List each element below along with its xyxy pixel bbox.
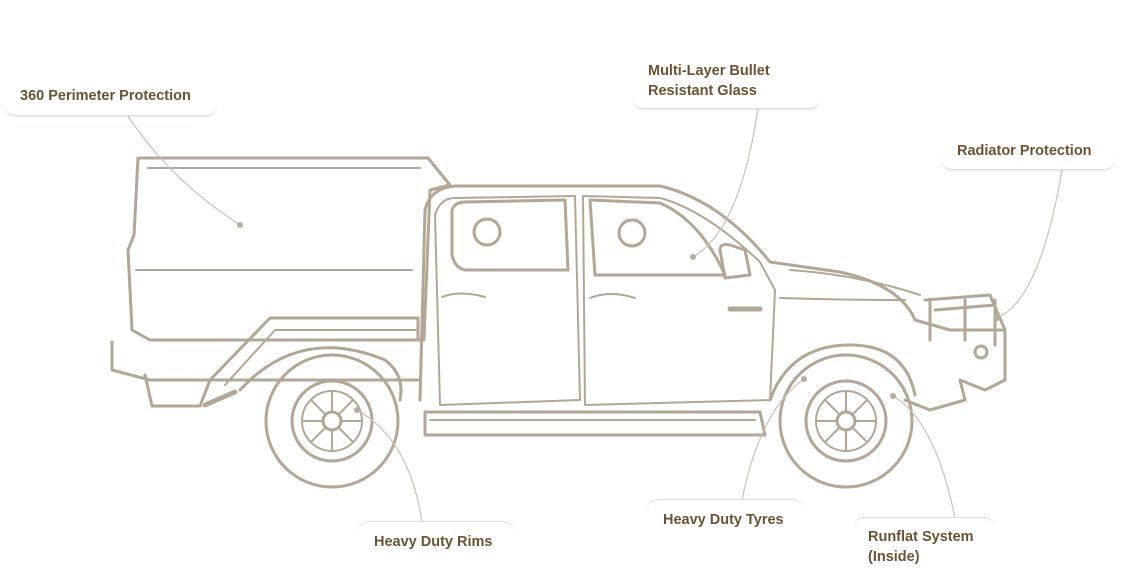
leader-radiator bbox=[996, 169, 1063, 319]
dot-perimeter bbox=[237, 222, 243, 228]
cab-outline bbox=[418, 184, 1007, 412]
rear-wheel bbox=[264, 353, 400, 489]
label-perimeter-protection: 360 Perimeter Protection bbox=[4, 86, 218, 116]
dot-rims bbox=[354, 407, 360, 413]
front-wheel bbox=[778, 353, 914, 489]
label-heavy-duty-rims: Heavy Duty Rims bbox=[358, 521, 514, 561]
dot-radiator bbox=[994, 315, 1000, 321]
label-radiator-protection: Radiator Protection bbox=[940, 141, 1116, 170]
leader-glass bbox=[692, 107, 759, 258]
leader-tyres bbox=[741, 378, 805, 501]
canopy-outline bbox=[126, 156, 452, 342]
label-text: 360 Perimeter Protection bbox=[20, 88, 191, 104]
label-text-line1: Multi-Layer Bullet bbox=[648, 63, 770, 79]
dot-tyres bbox=[801, 376, 807, 382]
label-text: Heavy Duty Rims bbox=[374, 534, 493, 550]
label-text-line2: Resistant Glass bbox=[648, 83, 757, 99]
leader-runflat bbox=[892, 395, 956, 519]
dot-runflat bbox=[890, 393, 896, 399]
label-runflat-system: Runflat System (Inside) bbox=[852, 517, 996, 577]
label-text-line2: (Inside) bbox=[868, 549, 920, 565]
dot-glass bbox=[690, 254, 696, 260]
label-heavy-duty-tyres: Heavy Duty Tyres bbox=[646, 499, 804, 539]
label-text: Heavy Duty Tyres bbox=[663, 512, 784, 528]
label-bullet-resistant-glass: Multi-Layer Bullet Resistant Glass bbox=[632, 61, 822, 109]
label-text-line1: Runflat System bbox=[868, 529, 974, 545]
leader-rims bbox=[356, 409, 423, 523]
label-text: Radiator Protection bbox=[957, 143, 1092, 159]
leader-perimeter bbox=[127, 115, 241, 226]
